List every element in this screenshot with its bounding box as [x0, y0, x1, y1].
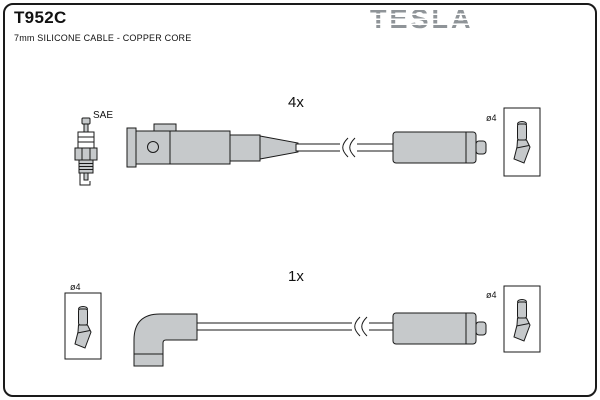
page-border: [3, 3, 597, 397]
top-terminal-diameter-label: ø4: [486, 113, 497, 123]
sae-label: SAE: [93, 110, 114, 121]
cable-break-icon-bottom: [352, 316, 369, 337]
cable-break-icon-top: [340, 137, 357, 158]
straight-boot-icon-top: [392, 131, 487, 164]
bottom-quantity-label: 1x: [288, 268, 304, 285]
bottom-right-terminal-diameter-label: ø4: [486, 290, 497, 300]
elbow-boot-icon: [133, 313, 198, 367]
terminal-box-top-right: [503, 107, 541, 177]
spark-plug-icon: [74, 117, 98, 186]
straight-boot-icon-bottom: [392, 312, 487, 345]
bottom-left-terminal-diameter-label: ø4: [70, 282, 81, 292]
terminal-box-bottom-right: [503, 285, 541, 353]
tesla-logo: TESLA: [370, 4, 474, 34]
cable-spec-subtitle: 7mm SILICONE CABLE - COPPER CORE: [14, 33, 192, 43]
part-number: T952C: [14, 8, 67, 27]
terminal-box-bottom-left: [64, 292, 102, 360]
top-quantity-label: 4x: [288, 94, 304, 111]
distributor-connector-icon: [126, 123, 299, 168]
